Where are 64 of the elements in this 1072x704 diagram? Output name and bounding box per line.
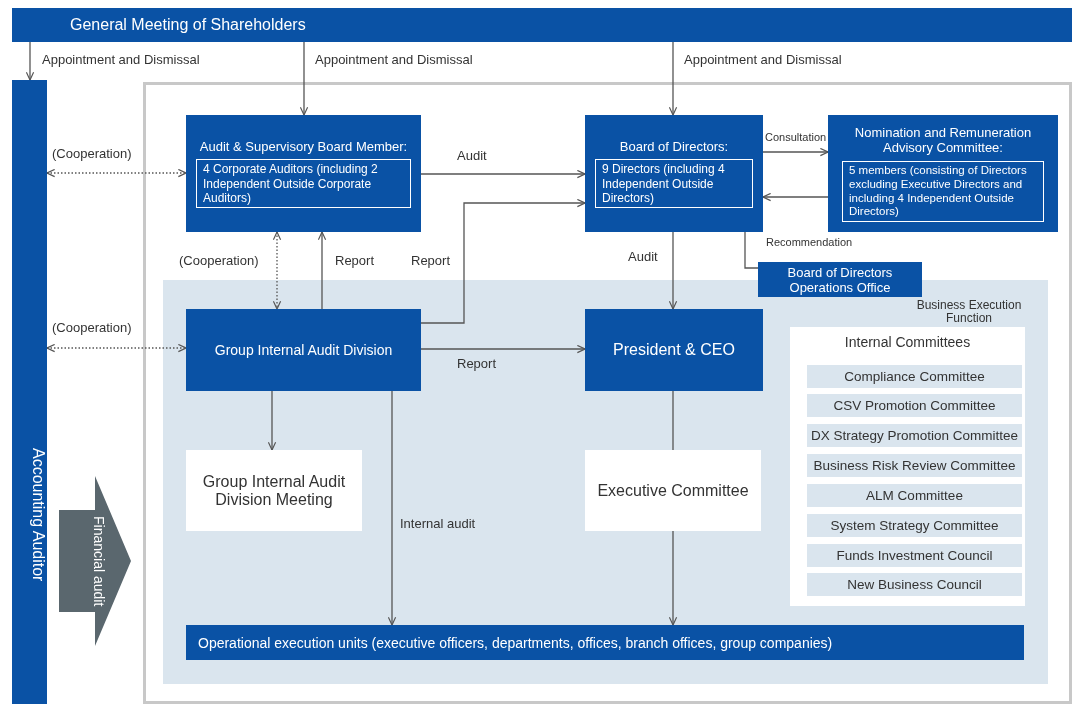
member-note: 5 members (consisting of Directors excluding Executive Directors and including 4 Independent Outside Directors)	[842, 161, 1044, 223]
edge-label: (Cooperation)	[52, 320, 132, 335]
committee-row: Funds Investment Council	[807, 544, 1022, 567]
dotted-arrow	[46, 168, 187, 178]
org-box	[828, 115, 1058, 232]
edge-label: (Cooperation)	[52, 146, 132, 161]
side-bar: Accounting Auditor	[12, 80, 47, 704]
arrow	[299, 41, 309, 116]
unit-bar: Operational execution units (executive officers, departments, offices, branch offices, group companies)	[186, 625, 1024, 660]
edge-label: Internal audit	[400, 516, 476, 531]
edge-label: Appointment and Dismissal	[315, 52, 473, 67]
dotted-arrow	[272, 231, 282, 310]
committee-row: ALM Committee	[807, 484, 1022, 507]
org-box: President & CEO	[585, 309, 763, 391]
arrow	[420, 169, 586, 179]
edge-label: Report	[457, 356, 497, 371]
meeting-box: Group Internal Audit Division Meeting	[186, 450, 362, 531]
edge-label: Appointment and Dismissal	[42, 52, 200, 67]
org-box: Group Internal Audit Division	[186, 309, 421, 391]
arrow	[668, 231, 678, 310]
box-title: Board of Directors:	[618, 138, 730, 155]
box-title: Nomination and Remuneration Advisory Committee:	[853, 124, 1033, 156]
arrow	[420, 198, 586, 324]
frame-border	[143, 82, 1072, 704]
committee-row: System Strategy Committee	[807, 514, 1022, 537]
committee-row: DX Strategy Promotion Committee	[807, 424, 1022, 447]
arrow	[762, 192, 829, 202]
committee-row: Compliance Committee	[807, 365, 1022, 388]
org-box	[585, 115, 763, 232]
org-box	[186, 115, 421, 232]
block-arrow	[59, 476, 131, 646]
arrow	[668, 41, 678, 116]
edge-label: Recommendation	[766, 236, 853, 248]
committee-panel	[790, 327, 1025, 606]
box-title: Audit & Supervisory Board Member:	[198, 138, 409, 155]
function-band	[163, 280, 1048, 684]
dotted-arrow	[46, 343, 187, 353]
edge-label: Consultation	[765, 131, 827, 143]
committee-row: New Business Council	[807, 573, 1022, 596]
arrow	[25, 41, 35, 81]
edge-label: Report	[411, 253, 451, 268]
committee-row: Business Risk Review Committee	[807, 454, 1022, 477]
arrow	[317, 231, 327, 310]
meeting-box: Executive Committee	[585, 450, 761, 531]
arrow	[420, 344, 586, 354]
office-box: Board of Directors Operations Office	[758, 262, 922, 297]
arrow	[387, 390, 397, 626]
edge-label: Report	[335, 253, 375, 268]
arrow	[762, 147, 829, 157]
edge-label: Audit	[457, 148, 487, 163]
connector-line	[672, 390, 674, 451]
committee-row: CSV Promotion Committee	[807, 394, 1022, 417]
arrow-label: Financial audit	[90, 515, 106, 607]
member-note: 4 Corporate Auditors (including 2 Independent Outside Corporate Auditors)	[196, 159, 411, 209]
edge-label: Appointment and Dismissal	[684, 52, 842, 67]
member-note: 9 Directors (including 4 Independent Outside Directors)	[595, 159, 753, 209]
edge-label: Audit	[628, 249, 658, 264]
panel-title: Internal Committees	[844, 334, 971, 350]
band-label: Business Execution Function	[915, 299, 1023, 326]
connector-line	[744, 231, 759, 269]
arrow	[267, 390, 277, 451]
header-bar: General Meeting of Shareholders	[12, 8, 1072, 42]
arrow	[668, 530, 678, 626]
edge-label: (Cooperation)	[179, 253, 259, 268]
